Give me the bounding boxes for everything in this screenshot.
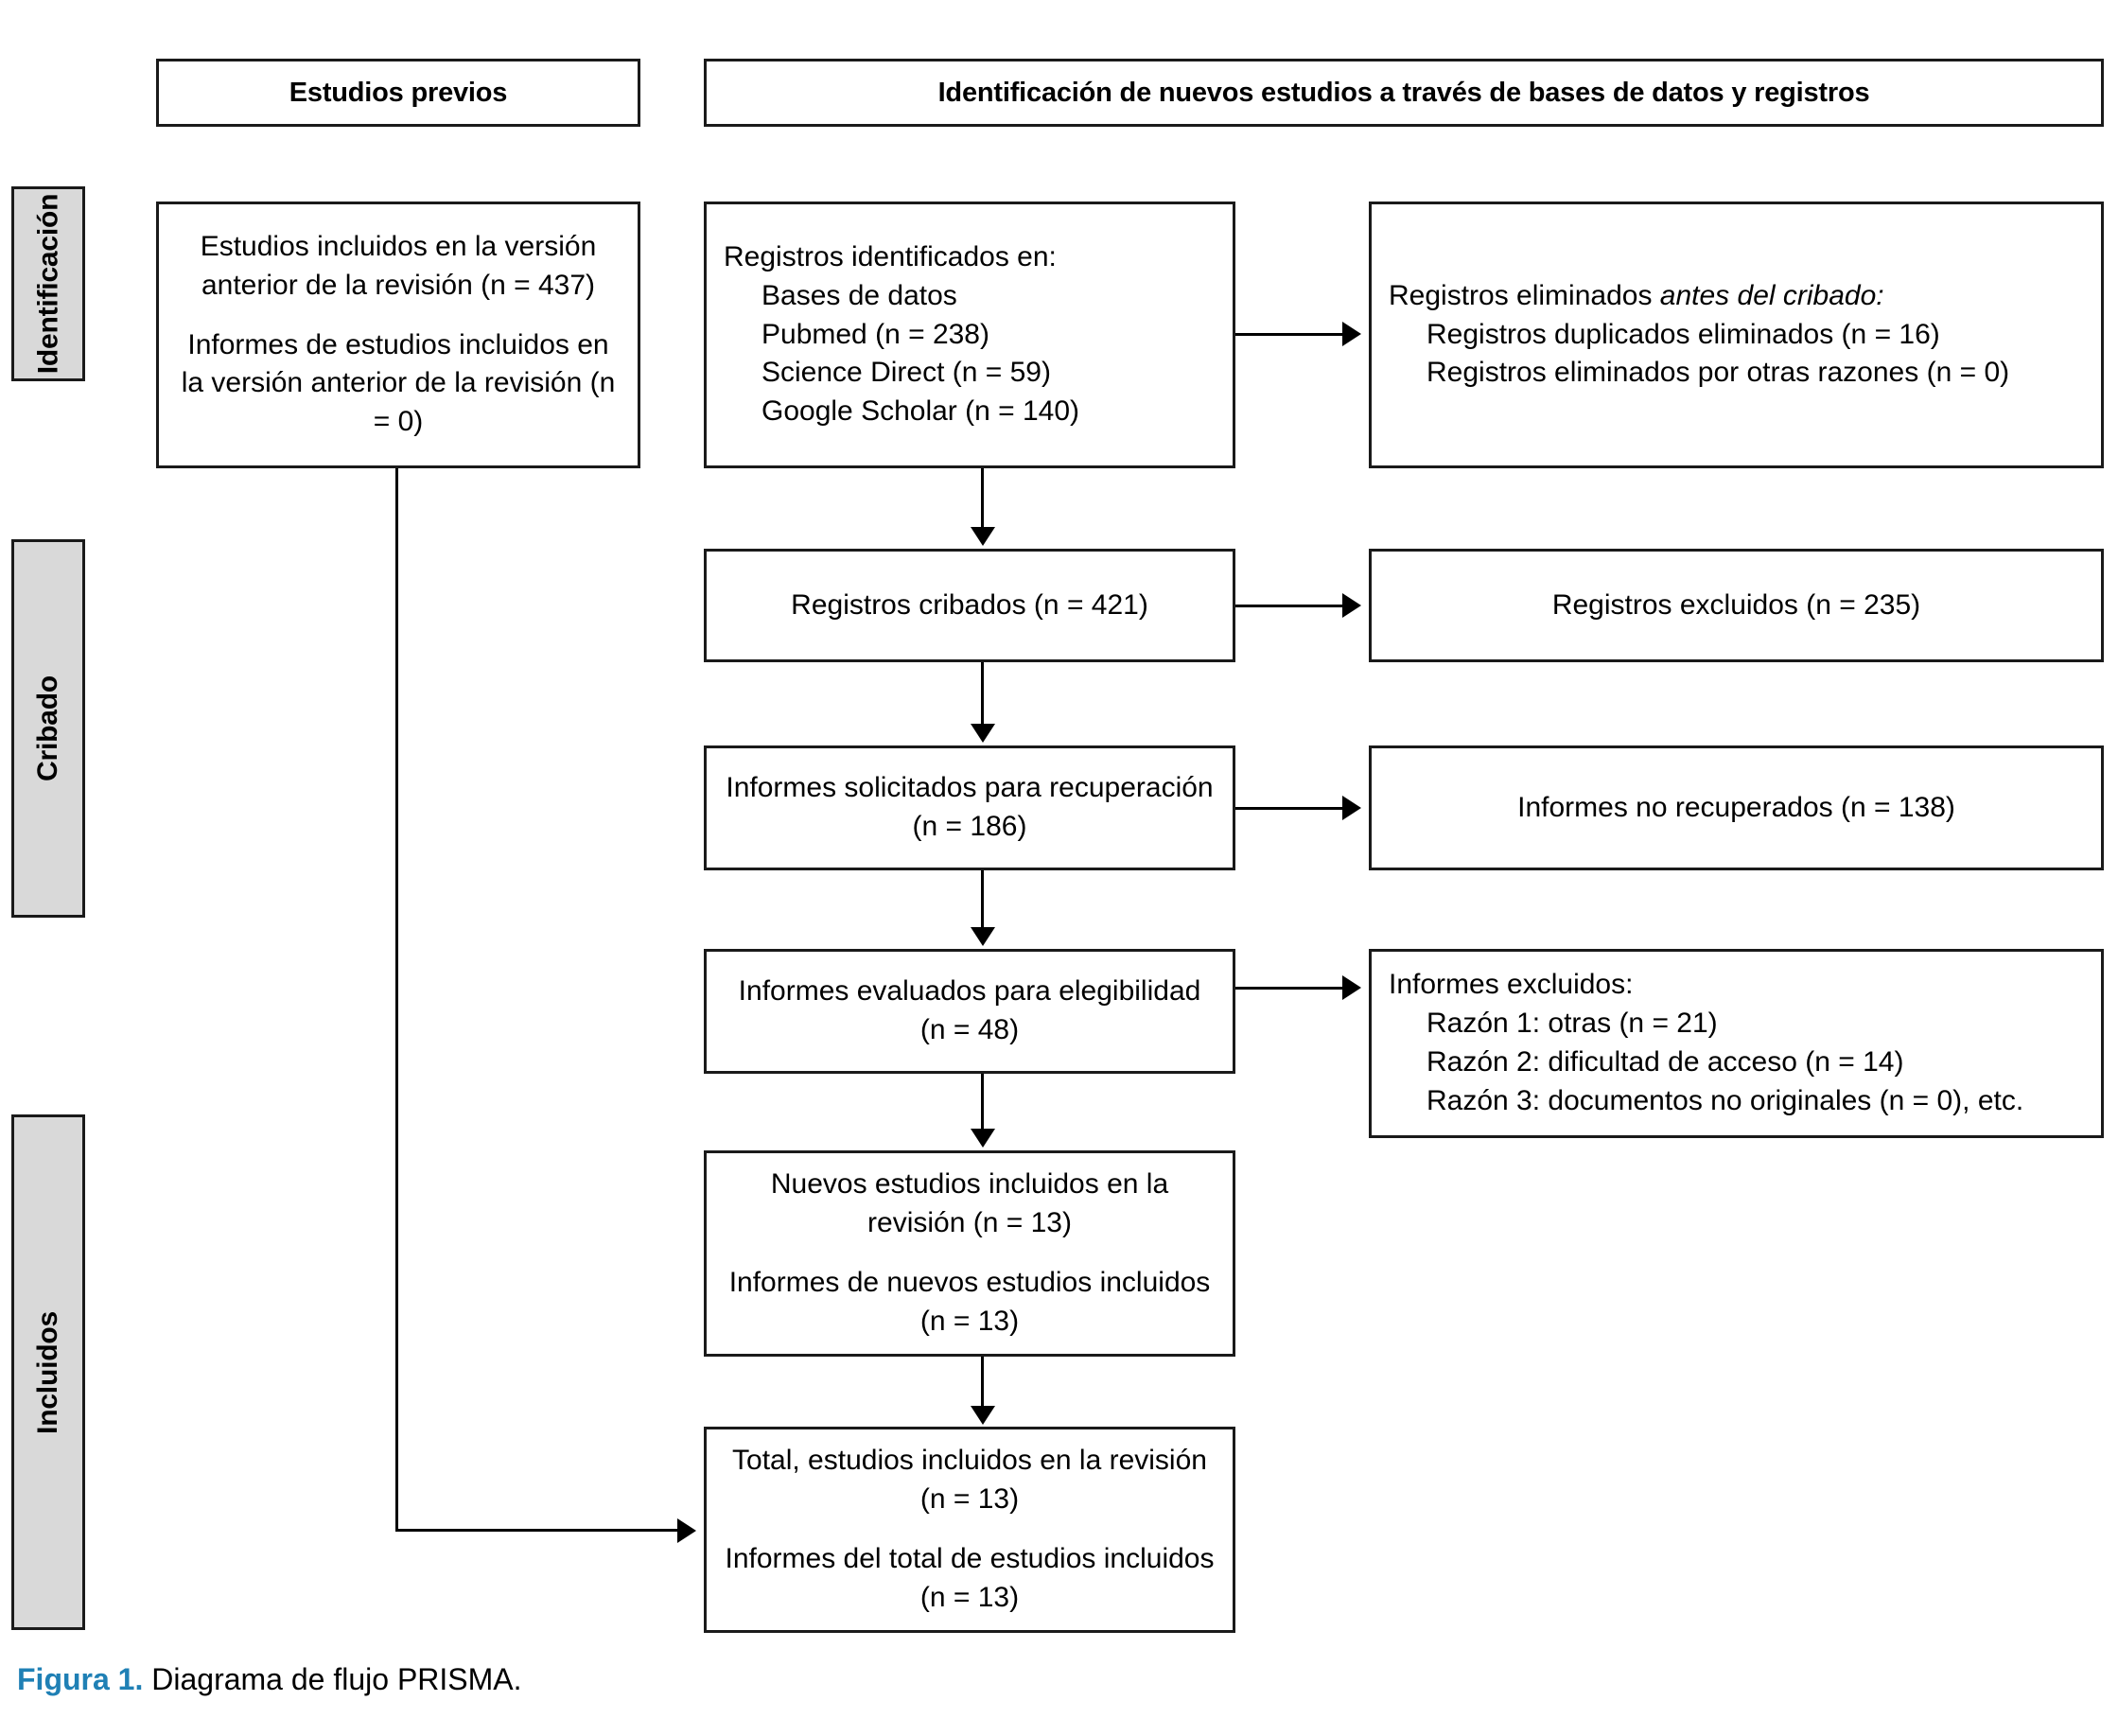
edge-newstudies-to-total-line: [981, 1357, 984, 1415]
stage-label-cribado-text: Cribado: [32, 675, 63, 781]
new-studies-included-para2: Informes de nuevos estudios incluidos (n…: [728, 1267, 1211, 1337]
records-identified-line2: Pubmed (n = 238): [761, 318, 989, 350]
figure-caption: Figura 1. Diagrama de flujo PRISMA.: [17, 1662, 522, 1697]
records-removed-title-plain: Registros eliminados: [1389, 279, 1660, 311]
reports-assessed-text: Informes evaluados para elegibilidad (n …: [738, 975, 1201, 1045]
reports-excluded-line2: Razón 2: dificultad de acceso (n = 14): [1427, 1046, 1904, 1078]
reports-excluded-title: Informes excluidos:: [1389, 969, 1634, 1001]
box-previous-studies: Estudios incluidos en la versión anterio…: [156, 202, 640, 468]
stage-label-identificacion-text: Identificación: [32, 193, 63, 375]
header-previous-studies-text: Estudios previos: [289, 77, 508, 108]
figure-caption-label: Figura 1.: [17, 1662, 144, 1696]
records-removed-title: Registros eliminados antes del cribado:: [1389, 277, 2084, 316]
box-total-included: Total, estudios incluidos en la revisión…: [704, 1427, 1235, 1633]
edge-assessed-to-excluded-arrowhead: [1342, 975, 1361, 1000]
edge-identified-to-screened-arrowhead: [971, 527, 995, 546]
records-screened-text: Registros cribados (n = 421): [791, 588, 1148, 621]
edge-identified-to-screened-line: [981, 468, 984, 536]
previous-studies-para2: Informes de estudios incluidos en la ver…: [181, 328, 616, 438]
figure-caption-text: Diagrama de flujo PRISMA.: [143, 1662, 522, 1696]
edge-screened-to-sought-arrowhead: [971, 724, 995, 743]
reports-excluded-line3: Razón 3: documentos no originales (n = 0…: [1427, 1084, 2024, 1116]
stage-label-identificacion: Identificación: [11, 186, 85, 381]
records-identified-line4: Google Scholar (n = 140): [761, 395, 1080, 428]
records-removed-line1: Registros duplicados eliminados (n = 16): [1427, 318, 1940, 350]
edge-sought-to-assessed-line: [981, 870, 984, 937]
reports-sought-text: Informes solicitados para recuperación (…: [726, 772, 1214, 842]
header-new-identification-text: Identificación de nuevos estudios a trav…: [937, 77, 1870, 108]
box-new-studies-included: Nuevos estudios incluidos en la revisión…: [704, 1150, 1235, 1357]
records-identified-title: Registros identificados en:: [724, 241, 1057, 272]
edge-assessed-to-excluded-line: [1235, 987, 1342, 990]
new-studies-included-para1: Nuevos estudios incluidos en la revisión…: [770, 1168, 1169, 1239]
edge-screened-to-excluded-arrowhead: [1342, 593, 1361, 618]
box-reports-not-retrieved: Informes no recuperados (n = 138): [1369, 745, 2104, 870]
edge-identified-to-removed-line: [1235, 333, 1342, 336]
edge-sought-to-assessed-arrowhead: [971, 927, 995, 946]
stage-label-incluidos: Incluidos: [11, 1114, 85, 1630]
box-records-identified: Registros identificados en: Bases de dat…: [704, 202, 1235, 468]
box-records-excluded: Registros excluidos (n = 235): [1369, 549, 2104, 662]
box-reports-excluded: Informes excluidos: Razón 1: otras (n = …: [1369, 949, 2104, 1138]
reports-not-retrieved-text: Informes no recuperados (n = 138): [1517, 791, 1955, 823]
box-records-removed: Registros eliminados antes del cribado: …: [1369, 202, 2104, 468]
records-identified-line3: Science Direct (n = 59): [761, 357, 1051, 389]
header-box-new-identification: Identificación de nuevos estudios a trav…: [704, 59, 2104, 127]
records-identified-line1: Bases de datos: [761, 279, 957, 311]
header-box-previous-studies: Estudios previos: [156, 59, 640, 127]
edge-screened-to-excluded-line: [1235, 605, 1342, 607]
edge-assessed-to-newstudies-arrowhead: [971, 1129, 995, 1148]
previous-studies-para1: Estudios incluidos en la versión anterio…: [200, 231, 597, 301]
edge-sought-to-notretrieved-line: [1235, 807, 1342, 810]
box-reports-sought: Informes solicitados para recuperación (…: [704, 745, 1235, 870]
stage-label-incluidos-text: Incluidos: [32, 1310, 63, 1434]
stage-label-cribado: Cribado: [11, 539, 85, 918]
records-removed-line2: Registros eliminados por otras razones (…: [1427, 357, 2010, 389]
records-removed-title-italic: antes del cribado:: [1659, 279, 1884, 311]
edge-newstudies-to-total-arrowhead: [971, 1406, 995, 1425]
total-included-para2: Informes del total de estudios incluidos…: [725, 1543, 1215, 1613]
edge-assessed-to-newstudies-line: [981, 1074, 984, 1138]
records-excluded-text: Registros excluidos (n = 235): [1551, 588, 1921, 621]
edge-identified-to-removed-arrowhead: [1342, 322, 1361, 346]
box-records-screened: Registros cribados (n = 421): [704, 549, 1235, 662]
reports-excluded-line1: Razón 1: otras (n = 21): [1427, 1008, 1718, 1040]
edge-previous-to-total-arrowhead: [677, 1518, 696, 1543]
edge-previous-to-total-horizontal: [395, 1529, 677, 1532]
edge-sought-to-notretrieved-arrowhead: [1342, 796, 1361, 820]
edge-previous-to-total-vertical: [395, 468, 398, 1532]
total-included-para1: Total, estudios incluidos en la revisión…: [732, 1445, 1207, 1516]
edge-screened-to-sought-line: [981, 662, 984, 733]
box-reports-assessed: Informes evaluados para elegibilidad (n …: [704, 949, 1235, 1074]
